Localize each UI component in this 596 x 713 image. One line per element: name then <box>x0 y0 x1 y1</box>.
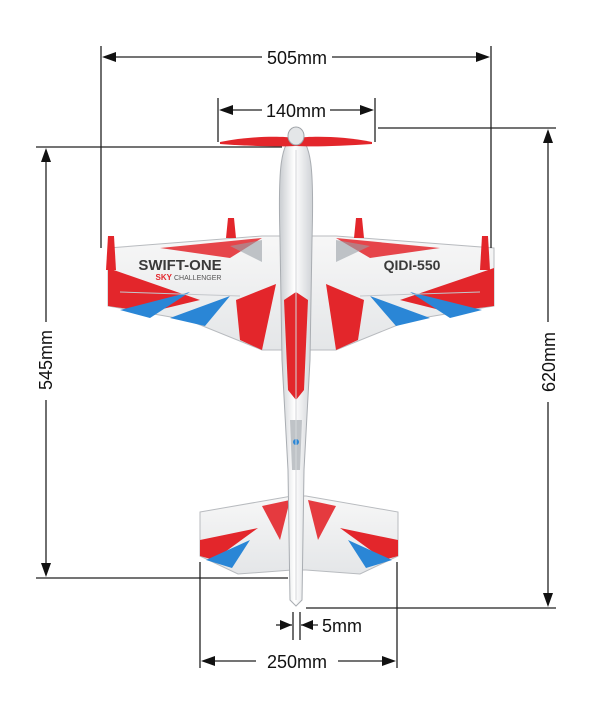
wing-decal-challenger: CHALLENGER <box>174 275 221 282</box>
right-wingtip-fin <box>480 236 490 270</box>
wing-decal-brand-right: QIDI-550 <box>384 257 441 273</box>
gear-width-label: 5mm <box>322 616 362 636</box>
right-inner-fin <box>354 218 364 238</box>
fuselage-length-label: 545mm <box>36 330 56 390</box>
left-inner-fin <box>226 218 236 238</box>
tail-span-label: 250mm <box>267 652 327 672</box>
fuselage <box>278 135 314 607</box>
propeller-dimension: 140mm <box>217 98 376 142</box>
fuselage-length-dimension: 545mm <box>36 146 288 579</box>
wing-decal-sky: SKY <box>156 273 173 282</box>
wing-decal-brand-left: SWIFT-ONE <box>138 257 221 274</box>
left-wingtip-fin <box>106 236 116 270</box>
propeller <box>220 126 372 147</box>
tail-span-dimension: 250mm <box>199 562 398 672</box>
gear-width-dimension: 5mm <box>276 612 362 640</box>
wingspan-label: 505mm <box>267 48 327 68</box>
airplane-top-view: SWIFT-ONE SKY CHALLENGER QIDI-550 <box>106 126 495 607</box>
overall-length-dimension: 620mm <box>306 127 559 609</box>
spinner <box>287 126 305 146</box>
main-wing <box>106 218 495 351</box>
overall-length-label: 620mm <box>539 332 559 392</box>
propeller-label: 140mm <box>266 101 326 121</box>
